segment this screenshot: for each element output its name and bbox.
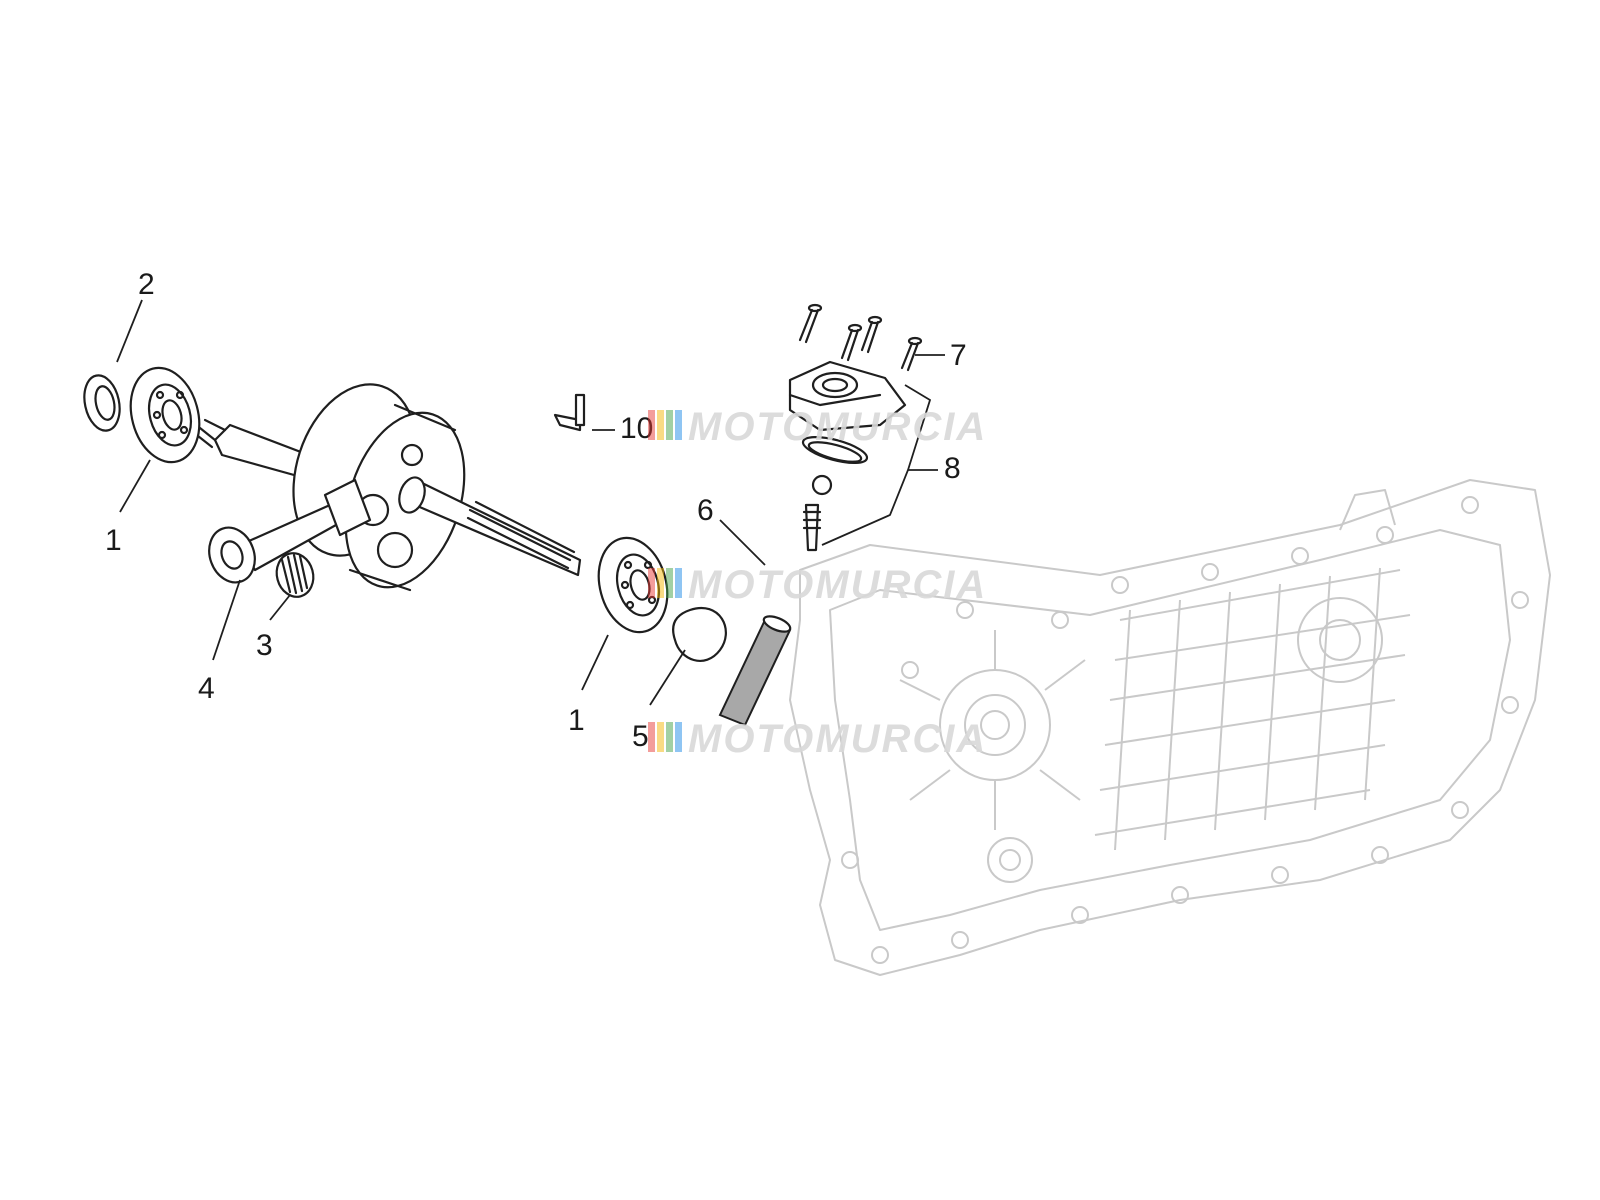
watermark-stripe bbox=[675, 568, 682, 598]
watermark-stripe bbox=[675, 410, 682, 440]
callout-1-left: 1 bbox=[105, 524, 122, 557]
watermark-top: MOTOMURCIA bbox=[648, 405, 987, 449]
watermark-stripe bbox=[666, 722, 673, 752]
watermark-text: MOTOMURCIA bbox=[688, 717, 987, 761]
callout-10: 10 bbox=[620, 412, 653, 445]
callout-4: 4 bbox=[198, 672, 215, 705]
watermark-middle: MOTOMURCIA bbox=[648, 563, 987, 607]
callout-3: 3 bbox=[256, 629, 273, 662]
watermark-stripe bbox=[675, 722, 682, 752]
ball-bearing-left bbox=[129, 366, 201, 464]
callout-2: 2 bbox=[138, 268, 155, 301]
watermark-stripe bbox=[666, 568, 673, 598]
oil-pipe bbox=[718, 615, 792, 727]
watermark-text: MOTOMURCIA bbox=[688, 563, 987, 607]
callout-7: 7 bbox=[950, 339, 967, 372]
needle-bearing bbox=[275, 552, 315, 598]
callout-8: 8 bbox=[944, 452, 961, 485]
crankcase bbox=[789, 479, 1551, 976]
watermark-text: MOTOMURCIA bbox=[688, 405, 987, 449]
watermark-stripe bbox=[666, 410, 673, 440]
callout-5: 5 bbox=[632, 720, 649, 753]
ball-bearing-right bbox=[597, 536, 669, 634]
watermark-stripe bbox=[657, 722, 664, 752]
watermark-bottom: MOTOMURCIA bbox=[648, 717, 987, 761]
oil-pump-cover bbox=[788, 360, 907, 552]
watermark-stripe bbox=[657, 568, 664, 598]
watermark-stripe bbox=[648, 722, 655, 752]
connecting-rod bbox=[208, 478, 372, 584]
callout-labels: 2 1 4 3 1 5 6 10 7 8 bbox=[105, 268, 967, 753]
leader-lines bbox=[116, 299, 945, 706]
watermark-stripe bbox=[648, 410, 655, 440]
callout-6: 6 bbox=[697, 494, 714, 527]
watermark-stripe bbox=[657, 410, 664, 440]
watermark-stripe bbox=[648, 568, 655, 598]
gasket bbox=[672, 607, 727, 662]
screws bbox=[798, 303, 923, 372]
callout-1-right: 1 bbox=[568, 704, 585, 737]
locating-pin bbox=[553, 393, 586, 432]
oil-seal-ring bbox=[83, 374, 121, 432]
